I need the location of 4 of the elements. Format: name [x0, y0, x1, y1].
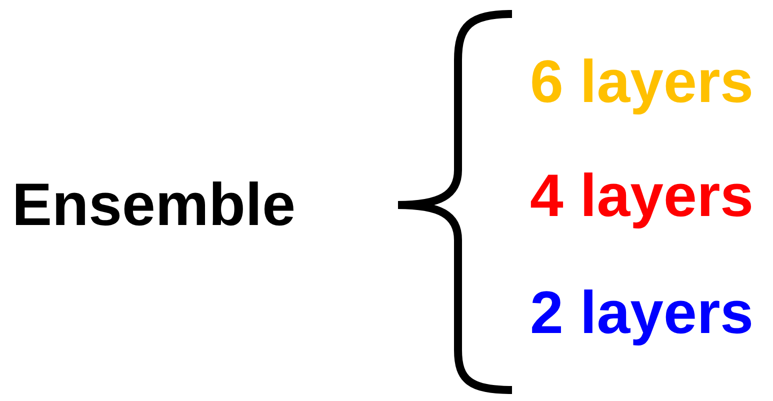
group-label: Ensemble [12, 175, 296, 235]
item-label: 6 layers [530, 52, 754, 112]
item-label: 4 layers [530, 166, 754, 226]
item-label: 2 layers [530, 283, 754, 343]
